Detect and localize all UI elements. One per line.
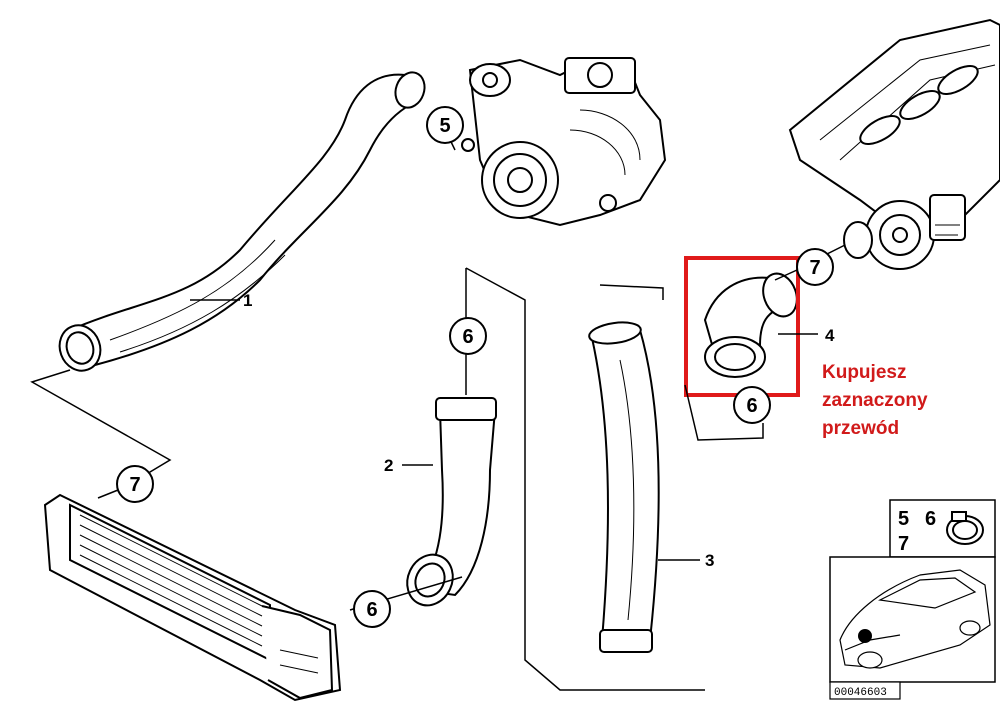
note-line-1: Kupujesz — [822, 362, 906, 383]
hose-clamp-icon — [946, 511, 984, 545]
car-icon — [839, 569, 991, 669]
callout-6-top: 6 — [449, 317, 487, 355]
svg-text:6: 6 — [366, 599, 377, 621]
svg-text:7: 7 — [898, 533, 909, 555]
legend-box: 5 6 7 — [889, 499, 996, 558]
hose-4 — [703, 272, 798, 378]
location-marker — [858, 629, 872, 643]
part-label-2: 2 — [384, 456, 393, 475]
diagram-code: 00046603 — [829, 681, 901, 700]
note-line-3: przewód — [822, 418, 899, 439]
hose-3 — [588, 321, 660, 653]
note-line-2: zaznaczony — [822, 390, 928, 411]
car-location-box — [829, 556, 996, 683]
hose-2 — [406, 397, 497, 607]
hose-1 — [58, 71, 426, 372]
svg-text:00046603: 00046603 — [834, 687, 887, 699]
part-label-1: 1 — [243, 291, 252, 310]
callout-7-right: 7 — [796, 248, 834, 286]
callout-6-right: 6 — [733, 386, 771, 424]
svg-text:5: 5 — [439, 115, 450, 137]
svg-text:6: 6 — [746, 395, 757, 417]
leader-lines — [30, 114, 846, 691]
svg-text:5: 5 — [898, 508, 909, 530]
svg-text:7: 7 — [129, 474, 140, 496]
intercooler — [43, 493, 342, 702]
svg-text:6: 6 — [462, 326, 473, 348]
callout-7-left: 7 — [116, 465, 154, 503]
svg-text:7: 7 — [809, 257, 820, 279]
part-label-3: 3 — [705, 551, 714, 570]
part-label-4: 4 — [825, 326, 835, 345]
turbocharger — [461, 57, 667, 227]
callout-6-bottom: 6 — [353, 590, 391, 628]
svg-text:6: 6 — [925, 508, 936, 530]
callout-5: 5 — [426, 106, 464, 144]
intake-manifold — [788, 18, 1000, 270]
